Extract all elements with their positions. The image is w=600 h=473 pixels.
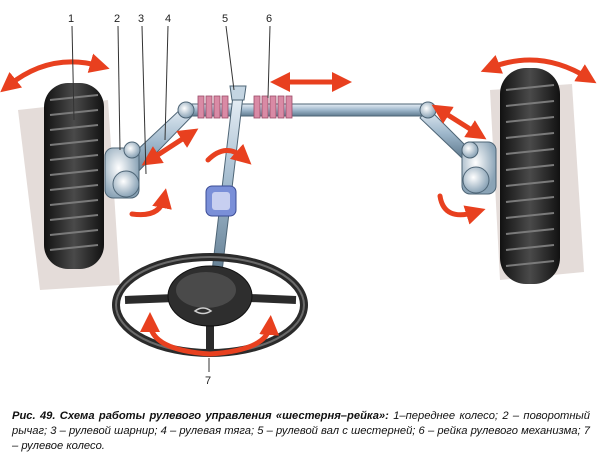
steering-wheel-rotation-arrow — [140, 312, 280, 357]
steering-wheel — [112, 253, 308, 357]
figure-legend: 1–переднее колесо; 2 – поворотный рычаг;… — [12, 410, 590, 452]
figure-caption: Рис. 49. Схема работы рулевого управлени… — [12, 409, 590, 454]
right-wheel-turn-arrow — [480, 55, 597, 84]
label-1: 1 — [68, 13, 74, 25]
leader-lines — [71, 25, 271, 372]
right-front-wheel — [500, 68, 560, 284]
shaft-rotation-arrow — [205, 143, 252, 165]
right-knuckle — [461, 141, 497, 195]
left-ball-joint — [177, 101, 195, 119]
right-knuckle-arrow — [437, 193, 486, 225]
right-ball-joint — [419, 101, 437, 119]
left-wheel-turn-arrow — [0, 53, 110, 93]
right-tierod-arrow — [431, 104, 487, 140]
steering-diagram: 1 2 3 4 5 6 7 — [0, 13, 597, 387]
rack-teeth — [197, 95, 293, 119]
label-5: 5 — [222, 13, 228, 25]
label-2: 2 — [114, 13, 120, 25]
label-3: 3 — [138, 13, 144, 25]
label-4: 4 — [165, 13, 171, 25]
motion-arrows — [0, 53, 597, 357]
label-6: 6 — [266, 13, 272, 25]
left-knuckle — [104, 141, 141, 199]
left-front-wheel — [44, 83, 104, 269]
tie-rods — [117, 105, 471, 181]
label-7: 7 — [205, 375, 211, 387]
left-knuckle-arrow — [129, 188, 172, 218]
left-tierod-arrow — [141, 128, 199, 166]
figure-title: Рис. 49. Схема работы рулевого управлени… — [12, 410, 389, 422]
